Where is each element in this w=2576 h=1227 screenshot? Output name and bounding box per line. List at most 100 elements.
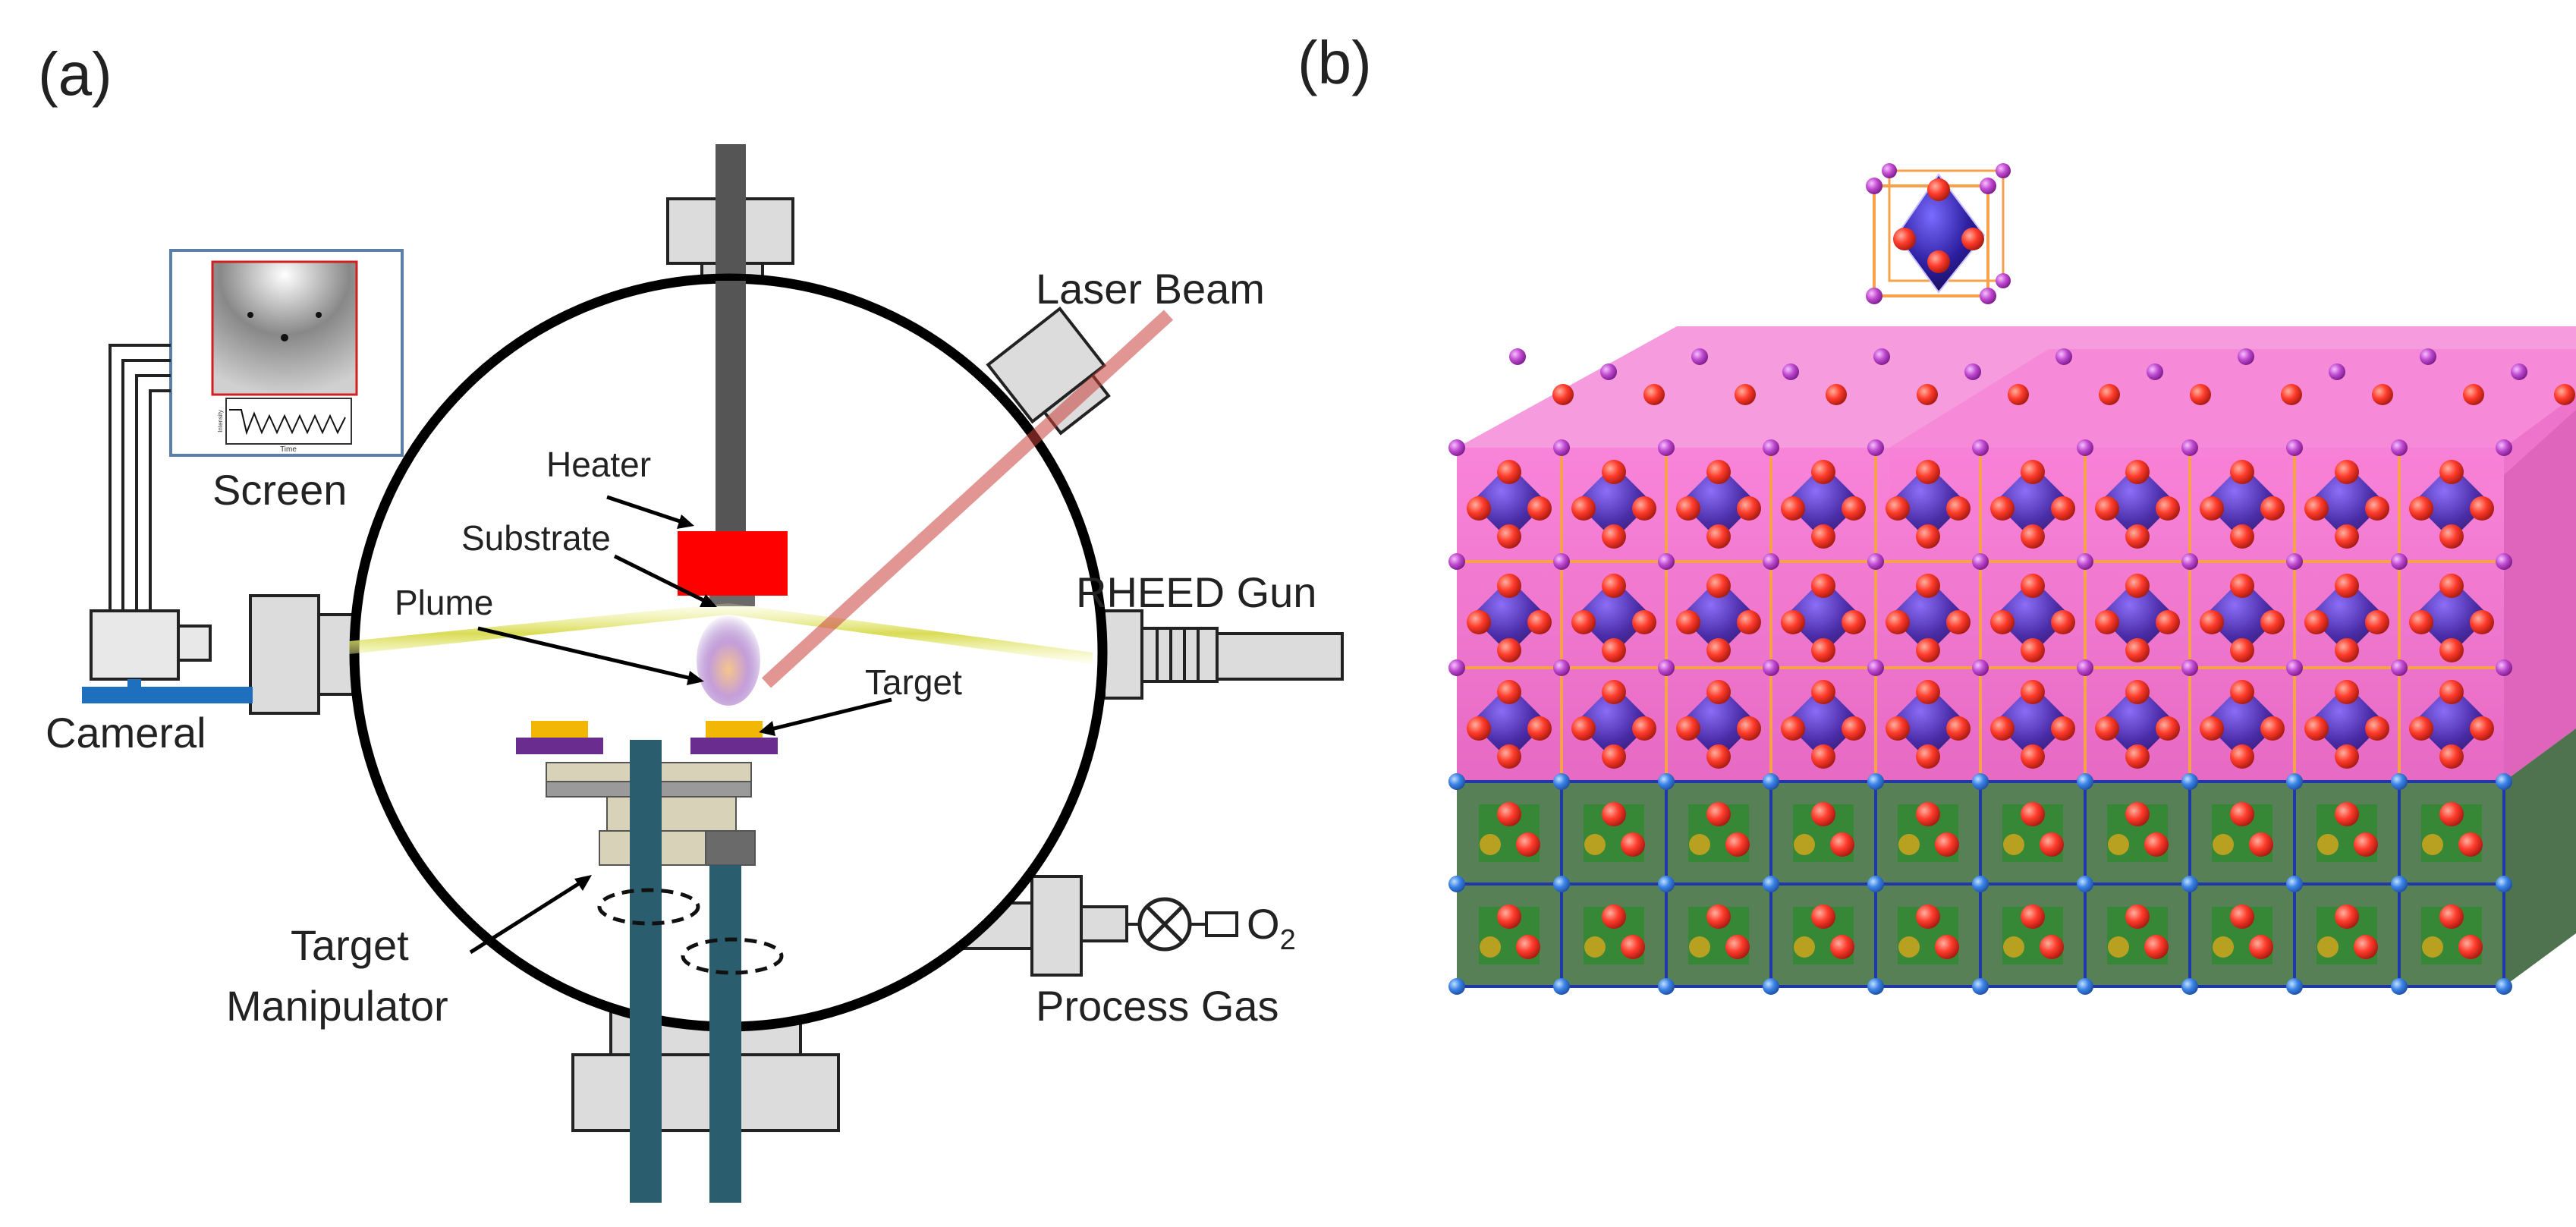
film-octahedron [1785,578,1861,654]
substrate-b-atom [1480,936,1501,958]
laser-beam [761,310,1174,688]
surface-atom [2511,363,2527,380]
oxygen-atom [2230,524,2254,549]
substrate-oxygen-atom [1497,905,1521,929]
laser-beam-label: Laser Beam [1036,265,1265,313]
oxygen-atom [2125,638,2150,662]
film-octahedron [2099,464,2175,540]
substrate-corner-atom [1553,876,1570,892]
substrate-oxygen-atom [1706,905,1731,929]
oxygen-atom [2021,460,2045,484]
substrate-b-atom [1794,936,1815,958]
substrate-corner-atom [1972,876,1989,892]
oxygen-atom [1497,574,1521,598]
oxygen-atom [1886,496,1910,521]
a-site-atom [2181,439,2198,456]
substrate-corner-atom [1763,876,1779,892]
substrate-b-atom [2422,936,2443,958]
substrate-b-atom [1584,834,1606,855]
film-octahedron [2204,684,2280,760]
oxygen-atom [2439,574,2464,598]
target-manipulator-label-line2: Manipulator [226,982,448,1030]
oxygen-atom [2260,716,2285,741]
oxygen-atom [2125,524,2150,549]
oxygen-atom [1842,610,1866,634]
substrate-corner-atom [2077,773,2093,790]
oxygen-atom [2335,744,2359,769]
oxygen-atom [2230,460,2254,484]
oxygen-atom [2335,680,2359,704]
substrate-b-atom [2003,936,2024,958]
oxygen-atom [1706,744,1731,769]
a-site-atom [1972,659,1989,676]
substrate-oxygen-atom [2125,905,2150,929]
a-site-atom [2286,553,2303,570]
plot-y-label: Intensity [217,410,224,433]
oxygen-atom [2230,638,2254,662]
oxygen-atom [1737,496,1761,521]
substrate-corner-atom [2496,773,2512,790]
substrate-corner-atom [2391,773,2408,790]
film-octahedron [2204,464,2280,540]
oxygen-atom [1916,574,1940,598]
oxygen-atom [1990,610,2015,634]
oxygen-atom [1676,610,1700,634]
oxygen-atom [1737,610,1761,634]
substrate-corner-atom [1867,978,1884,995]
surface-oxygen-atom [2463,384,2484,405]
oxygen-atom [2200,716,2224,741]
substrate-oxygen-atom [1602,905,1626,929]
a-site-atom [1763,659,1779,676]
oxygen-atom [1706,460,1731,484]
film-octahedron [1995,684,2071,760]
substrate-oxygen-atom [1830,832,1854,857]
panel-a-label: (a) [38,40,112,108]
film-octahedron [1471,578,1547,654]
a-site-atom [2077,439,2093,456]
oxygen-atom [2125,680,2150,704]
film-octahedron [1890,684,1966,760]
surface-oxygen-atom [2281,384,2302,405]
film-octahedron [2414,578,2490,654]
film-octahedron [1576,578,1652,654]
film-octahedron [1681,464,1757,540]
oxygen-atom [1946,716,1971,741]
substrate-oxygen-atom [1497,802,1521,826]
substrate-oxygen-atom [2230,905,2254,929]
oxygen-atom [2051,716,2075,741]
a-site-atom [1867,553,1884,570]
substrate-b-atom [1898,834,1920,855]
substrate-b-atom [2317,834,2339,855]
oxygen-atom [2021,574,2045,598]
screen-label: Screen [212,466,347,514]
oxygen-atom [1676,716,1700,741]
oxygen-atom [1886,610,1910,634]
substrate-oxygen-atom [2021,802,2045,826]
a-site-atom [2391,659,2408,676]
bottom-flange [571,1053,840,1132]
oxygen-atom [2021,744,2045,769]
oxygen-atom [1916,460,1940,484]
substrate-corner-atom [2077,876,2093,892]
oxygen-atom [2021,638,2045,662]
surface-oxygen-atom [1552,384,1574,405]
oxygen-atom [1946,610,1971,634]
target-right [690,721,778,754]
film-octahedron [2099,684,2175,760]
surface-atom [2055,348,2072,365]
substrate-oxygen-atom [1621,832,1645,857]
surface-atom [1600,363,1617,380]
a-site-atom [1972,553,1989,570]
surface-oxygen-atom [2008,384,2029,405]
a-site-atom [1448,439,1465,456]
a-site-atom [1658,439,1675,456]
oxygen-atom [1916,638,1940,662]
substrate-side-face [2504,728,2576,986]
substrate-oxygen-atom [2354,832,2378,857]
film-octahedron [1890,464,1966,540]
oxygen-atom [2335,524,2359,549]
surface-atom [1509,348,1526,365]
oxygen-atom [1527,610,1552,634]
film-octahedron [1995,578,2071,654]
a-site-atom [2391,553,2408,570]
